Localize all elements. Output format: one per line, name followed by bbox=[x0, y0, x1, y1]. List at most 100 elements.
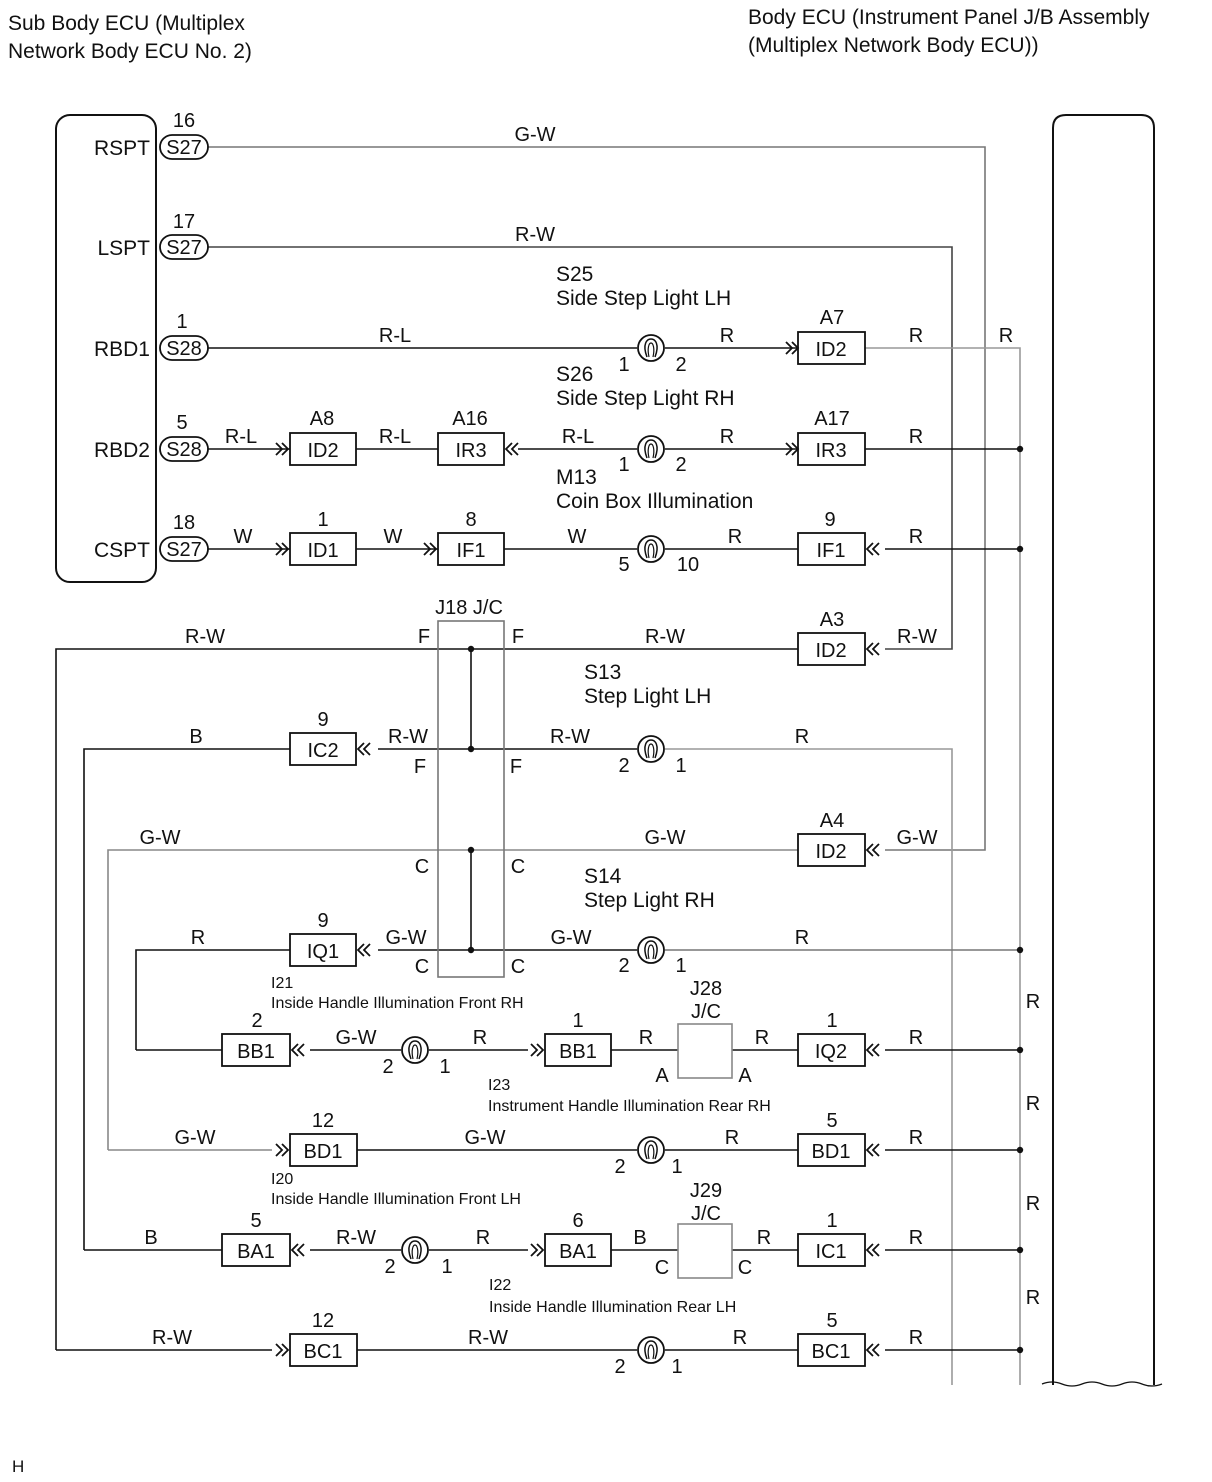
terminal-letter: C bbox=[511, 956, 525, 978]
connector-label: IF1 bbox=[457, 540, 486, 562]
body-ecu-title-line1: Body ECU (Instrument Panel J/B Assembly bbox=[748, 6, 1150, 29]
connector-label: BA1 bbox=[559, 1241, 597, 1263]
pin-number: 2 bbox=[251, 1010, 262, 1032]
wire-color-labels: G-W R-W R-L R R R R-L R-L R-L R R W W W … bbox=[139, 124, 1040, 1349]
wire-color: R bbox=[755, 1027, 769, 1049]
terminal-letter: C bbox=[511, 856, 525, 878]
terminal-number: 1 bbox=[618, 454, 629, 476]
wire-color: R-W bbox=[388, 726, 428, 748]
pin-number: 6 bbox=[572, 1210, 583, 1232]
pin-number: 12 bbox=[312, 1310, 334, 1332]
terminal-number: 1 bbox=[675, 755, 686, 777]
j18-title: J18 J/C bbox=[435, 597, 503, 619]
i21-code: I21 bbox=[271, 975, 293, 992]
junction-dots bbox=[467, 445, 1024, 1354]
i20-name: Inside Handle Illumination Front LH bbox=[271, 1191, 521, 1208]
wire-color: G-W bbox=[514, 124, 555, 146]
i23-name: Instrument Handle Illumination Rear RH bbox=[488, 1098, 771, 1115]
s26-name: Side Step Light RH bbox=[556, 387, 735, 410]
wire-color: R bbox=[757, 1227, 771, 1249]
connector-ref: A8 bbox=[310, 408, 334, 430]
pin-number: 12 bbox=[312, 1110, 334, 1132]
i20-bulb-icon bbox=[637, 1136, 665, 1164]
connector-label: IR3 bbox=[455, 440, 486, 462]
wire-color: G-W bbox=[550, 927, 591, 949]
connector-label: IQ1 bbox=[307, 941, 339, 963]
ecu-pin-names: RSPT LSPT RBD1 RBD2 CSPT bbox=[94, 137, 150, 562]
pin-number: 8 bbox=[465, 509, 476, 531]
connector-ref: A16 bbox=[452, 408, 488, 430]
terminal-letter: F bbox=[512, 626, 524, 648]
j28-jc: J/C bbox=[691, 1001, 721, 1023]
i20-code: I20 bbox=[271, 1171, 293, 1188]
wire-color: R-L bbox=[225, 426, 257, 448]
wire-color: R-L bbox=[562, 426, 594, 448]
terminal-number: 1 bbox=[439, 1056, 450, 1078]
connector-label: BC1 bbox=[812, 1341, 851, 1363]
wire-color: R bbox=[909, 325, 923, 347]
pin-number: 1 bbox=[317, 509, 328, 531]
pin-lspt: LSPT bbox=[97, 237, 150, 260]
connector-label: BB1 bbox=[237, 1041, 275, 1063]
wire-color: R-L bbox=[379, 426, 411, 448]
terminal-number: 5 bbox=[618, 554, 629, 576]
connector-label: IQ2 bbox=[815, 1041, 847, 1063]
pin-number: 5 bbox=[250, 1210, 261, 1232]
wire-color: R-W bbox=[185, 626, 225, 648]
j29-jc: J/C bbox=[691, 1203, 721, 1225]
connector-label: IR3 bbox=[815, 440, 846, 462]
pin-number: 1 bbox=[826, 1210, 837, 1232]
terminal-number: 2 bbox=[614, 1156, 625, 1178]
m13-bulb-icon bbox=[637, 535, 665, 563]
i23-code: I23 bbox=[488, 1077, 510, 1094]
pin-number: 1 bbox=[176, 311, 187, 333]
wire-color: R-L bbox=[379, 325, 411, 347]
terminal-letter: C bbox=[415, 956, 429, 978]
pin-cspt: CSPT bbox=[94, 539, 150, 562]
terminal-letter: F bbox=[414, 756, 426, 778]
terminal-letter: C bbox=[655, 1257, 669, 1279]
pin-rspt: RSPT bbox=[94, 137, 150, 160]
terminal-letter: F bbox=[418, 626, 430, 648]
i22-bulb-icon bbox=[401, 1236, 429, 1264]
wire-color: R bbox=[473, 1027, 487, 1049]
terminal-number: 2 bbox=[382, 1056, 393, 1078]
wire-color: R-W bbox=[515, 224, 555, 246]
wire-color: R bbox=[909, 526, 923, 548]
oval-label: S27 bbox=[166, 137, 202, 159]
wire-color: R bbox=[999, 325, 1013, 347]
connector-label: BB1 bbox=[559, 1041, 597, 1063]
wire-color: G-W bbox=[385, 927, 426, 949]
pin-number: 5 bbox=[826, 1310, 837, 1332]
pin-number: 18 bbox=[173, 512, 195, 534]
sub-body-ecu-title-line2: Network Body ECU No. 2) bbox=[8, 40, 252, 63]
pin-number: 5 bbox=[176, 412, 187, 434]
connector-label: ID2 bbox=[307, 440, 338, 462]
i22-name: Inside Handle Illumination Rear LH bbox=[489, 1299, 736, 1316]
j18-junction-connector bbox=[437, 620, 505, 978]
terminal-number: 2 bbox=[384, 1256, 395, 1278]
s25-code: S25 bbox=[556, 263, 593, 286]
s14-bulb-icon bbox=[637, 936, 665, 964]
s25-name: Side Step Light LH bbox=[556, 287, 731, 310]
wire-color: B bbox=[633, 1227, 646, 1249]
wire-color: R bbox=[1026, 1093, 1040, 1115]
oval-label: S27 bbox=[166, 237, 202, 259]
wire-color: R bbox=[795, 927, 809, 949]
junction-terminal-letters: F F F F C C C C A A C C bbox=[414, 626, 752, 1279]
terminal-number: 2 bbox=[618, 955, 629, 977]
wire-color: R bbox=[191, 927, 205, 949]
wire-color: R-W bbox=[336, 1227, 376, 1249]
i22-code: I22 bbox=[489, 1277, 511, 1294]
terminal-letter: F bbox=[510, 756, 522, 778]
terminal-letter: C bbox=[738, 1257, 752, 1279]
wire-color: R-W bbox=[468, 1327, 508, 1349]
wire-color: R-W bbox=[645, 626, 685, 648]
footer-code: H bbox=[12, 1457, 24, 1476]
component-labels: S25 Side Step Light LH S26 Side Step Lig… bbox=[556, 263, 753, 912]
s13-bulb-icon bbox=[637, 735, 665, 763]
m13-code: M13 bbox=[556, 466, 597, 489]
sub-body-ecu-title-line1: Sub Body ECU (Multiplex bbox=[8, 12, 245, 35]
oval-label: S28 bbox=[166, 338, 202, 360]
connector-label: ID2 bbox=[815, 640, 846, 662]
